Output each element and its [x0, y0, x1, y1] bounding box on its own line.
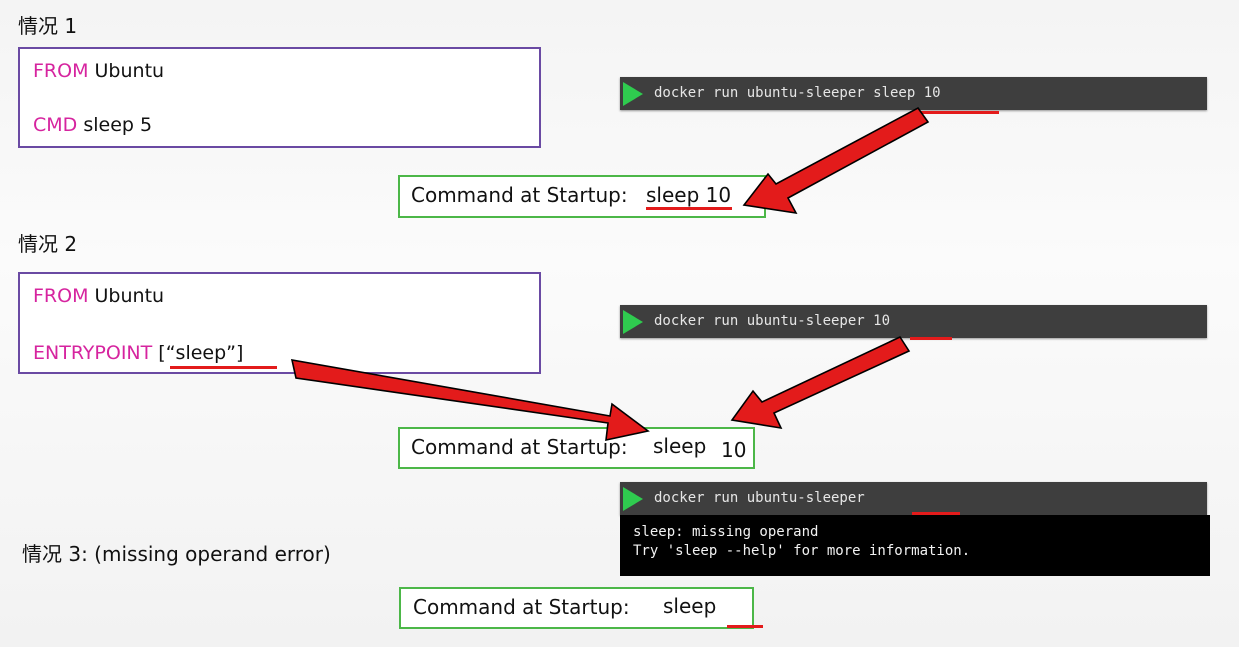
startup-value: sleep	[653, 434, 707, 458]
play-icon	[623, 310, 643, 334]
startup-value: sleep	[663, 594, 717, 618]
startup-value: sleep 10	[646, 183, 732, 207]
case3-terminal: docker run ubuntu-sleeper	[620, 482, 1207, 515]
dockerfile-value: [“sleep”]	[152, 342, 244, 364]
highlight-underline	[727, 625, 763, 628]
case2-startup-box: Command at Startup: sleep 10	[398, 427, 755, 469]
case2-dockerfile-line1: FROM Ubuntu	[33, 285, 164, 307]
case2-dockerfile: FROM Ubuntu ENTRYPOINT [“sleep”]	[18, 272, 541, 374]
dockerfile-keyword: FROM	[33, 285, 89, 307]
case1-dockerfile-line1: FROM Ubuntu	[33, 60, 164, 82]
red-arrow	[290, 359, 650, 442]
output-line: Try 'sleep --help' for more information.	[633, 543, 971, 559]
dockerfile-value: sleep 5	[77, 114, 153, 136]
startup-label: Command at Startup:	[413, 595, 630, 619]
play-icon	[623, 82, 643, 106]
dockerfile-keyword: ENTRYPOINT	[33, 342, 153, 364]
case2-label: 情况 2	[18, 232, 78, 256]
terminal-command: docker run ubuntu-sleeper	[654, 490, 865, 506]
case2-dockerfile-line2: ENTRYPOINT [“sleep”]	[33, 342, 243, 364]
highlight-underline	[912, 111, 999, 114]
case1-label: 情况 1	[18, 14, 78, 38]
dockerfile-keyword: FROM	[33, 60, 89, 82]
case3-terminal-output: sleep: missing operand Try 'sleep --help…	[620, 515, 1210, 576]
startup-value-arg: 10	[721, 438, 747, 462]
terminal-command: docker run ubuntu-sleeper 10	[654, 313, 891, 329]
startup-label: Command at Startup:	[411, 183, 628, 207]
highlight-underline	[646, 207, 732, 210]
case1-dockerfile: FROM Ubuntu CMD sleep 5	[18, 47, 541, 148]
red-arrow	[730, 335, 911, 430]
case2-terminal: docker run ubuntu-sleeper 10	[620, 305, 1207, 338]
case1-dockerfile-line2: CMD sleep 5	[33, 114, 152, 136]
output-line: sleep: missing operand	[633, 524, 819, 540]
play-icon	[623, 487, 643, 511]
highlight-underline	[912, 512, 960, 515]
case3-startup-box: Command at Startup: sleep	[399, 587, 754, 629]
red-arrow	[742, 106, 930, 215]
startup-label: Command at Startup:	[411, 435, 628, 459]
dockerfile-keyword: CMD	[33, 114, 78, 136]
terminal-command: docker run ubuntu-sleeper sleep 10	[654, 85, 941, 101]
dockerfile-value: Ubuntu	[88, 60, 165, 82]
dockerfile-value: Ubuntu	[88, 285, 165, 307]
highlight-underline	[910, 337, 952, 340]
case1-startup-box: Command at Startup: sleep 10	[398, 175, 766, 218]
case3-label: 情况 3: (missing operand error)	[22, 542, 331, 566]
highlight-underline	[170, 366, 277, 369]
case1-terminal: docker run ubuntu-sleeper sleep 10	[620, 77, 1207, 110]
